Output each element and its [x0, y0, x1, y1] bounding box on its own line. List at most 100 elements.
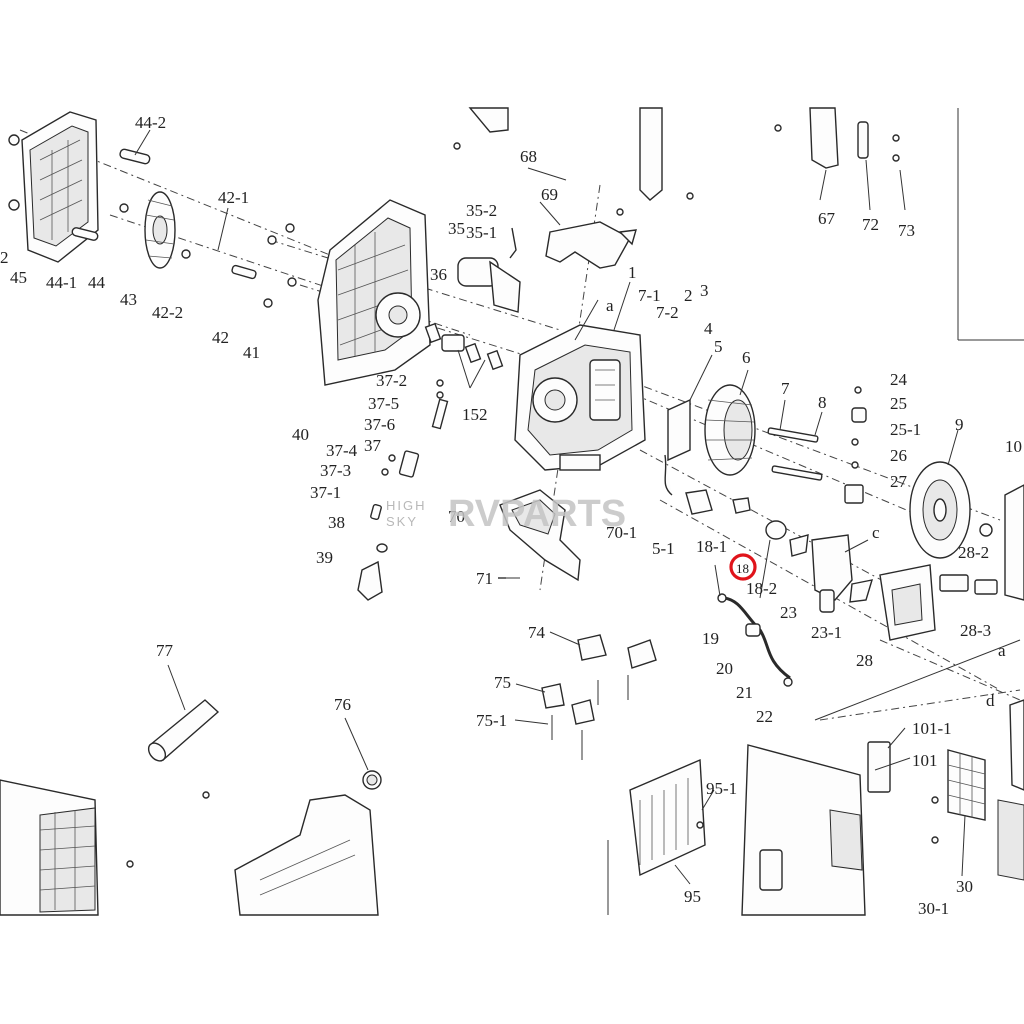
label-4: 4: [704, 319, 713, 338]
label-35-1: 35-1: [466, 223, 497, 242]
label-28-2: 28-2: [958, 543, 989, 562]
label-37-6: 37-6: [364, 415, 395, 434]
label-8: 8: [818, 393, 827, 412]
label-23: 23: [780, 603, 797, 622]
label-101-1: 101-1: [912, 719, 952, 738]
flywheel: [704, 384, 756, 476]
label-25-1: 25-1: [890, 420, 921, 439]
label-73: 73: [898, 221, 915, 240]
label-68: 68: [520, 147, 537, 166]
label-1: 1: [628, 263, 637, 282]
ignition-coil: [664, 398, 713, 515]
air-filter: [931, 749, 1024, 881]
label-70-1: 70-1: [606, 523, 637, 542]
label-22: 22: [756, 707, 773, 726]
label-10: 10: [1005, 437, 1022, 456]
label-18: 18: [736, 561, 749, 576]
stator: [979, 484, 1024, 601]
label-9: 9: [955, 415, 964, 434]
grommet: [362, 770, 382, 790]
watermark-brand: RVPARTS: [448, 493, 626, 535]
label-95: 95: [684, 887, 701, 906]
label-76: 76: [334, 695, 351, 714]
label-28-3: 28-3: [960, 621, 991, 640]
watermark-line2: SKY: [386, 514, 418, 529]
label-27: 27: [890, 472, 908, 491]
label-2-center: 2: [684, 286, 693, 305]
watermark: HIGH SKY RVPARTS: [386, 493, 626, 535]
label-a-right: a: [998, 641, 1006, 660]
label-152: 152: [462, 405, 488, 424]
cooling-fan: [144, 191, 176, 269]
label-7-2: 7-2: [656, 303, 679, 322]
top-cover: [545, 221, 637, 269]
label-42-2: 42-2: [152, 303, 183, 322]
lower-brackets: [541, 634, 657, 760]
label-71: 71: [476, 569, 493, 588]
watermark-line1: HIGH: [386, 498, 427, 513]
label-7: 7: [781, 379, 790, 398]
label-30-1: 30-1: [918, 899, 949, 918]
label-23-1: 23-1: [811, 623, 842, 642]
fan-cover: [317, 199, 431, 386]
side-panel-left: [0, 779, 99, 916]
label-c: c: [872, 523, 880, 542]
engine-block: [514, 324, 646, 471]
label-43: 43: [120, 290, 137, 309]
label-d: d: [986, 691, 995, 710]
label-30: 30: [956, 877, 973, 896]
label-5: 5: [714, 337, 723, 356]
small-parts-right: [844, 386, 867, 504]
label-72: 72: [862, 215, 879, 234]
label-35-2: 35-2: [466, 201, 497, 220]
label-24: 24: [890, 370, 908, 389]
label-45: 45: [10, 268, 27, 287]
label-18-2: 18-2: [746, 579, 777, 598]
label-44: 44: [88, 273, 106, 292]
label-2-left: 2: [0, 248, 9, 267]
side-cover-left: [8, 111, 99, 263]
label-75-1: 75-1: [476, 711, 507, 730]
right-component: [1009, 699, 1024, 791]
label-37-2: 37-2: [376, 371, 407, 390]
label-44-2: 44-2: [135, 113, 166, 132]
label-6: 6: [742, 348, 751, 367]
base-frame: [126, 791, 379, 916]
label-95-1: 95-1: [706, 779, 737, 798]
label-20: 20: [716, 659, 733, 678]
label-28: 28: [856, 651, 873, 670]
label-36: 36: [430, 265, 447, 284]
fuel-line: [717, 593, 793, 687]
gaskets: [424, 322, 504, 371]
label-42-1: 42-1: [218, 188, 249, 207]
starter-motor: [457, 227, 521, 313]
label-18-1: 18-1: [696, 537, 727, 556]
label-37-3: 37-3: [320, 461, 351, 480]
label-5-1: 5-1: [652, 539, 675, 558]
label-77: 77: [156, 641, 174, 660]
label-101: 101: [912, 751, 938, 770]
label-7-1: 7-1: [638, 286, 661, 305]
part-labels: 44-2 45 44-1 44 2 43 42-1 42-2 42 41 40 …: [0, 113, 1022, 918]
label-70: 70: [448, 507, 465, 526]
bolts-center: [767, 427, 823, 481]
label-38: 38: [328, 513, 345, 532]
label-69: 69: [541, 185, 558, 204]
label-37-1: 37-1: [310, 483, 341, 502]
mount-bracket: [879, 564, 998, 641]
label-21: 21: [736, 683, 753, 702]
label-42: 42: [212, 328, 229, 347]
choke-assembly: [357, 379, 449, 601]
label-41: 41: [243, 343, 260, 362]
label-a-top: a: [606, 296, 614, 315]
muffler: [607, 758, 706, 915]
label-37-4: 37-4: [326, 441, 358, 460]
label-37: 37: [364, 436, 382, 455]
label-39: 39: [316, 548, 333, 567]
label-40: 40: [292, 425, 309, 444]
highlight-circle: [729, 553, 757, 581]
label-74: 74: [528, 623, 546, 642]
label-67: 67: [818, 209, 836, 228]
label-75: 75: [494, 673, 511, 692]
